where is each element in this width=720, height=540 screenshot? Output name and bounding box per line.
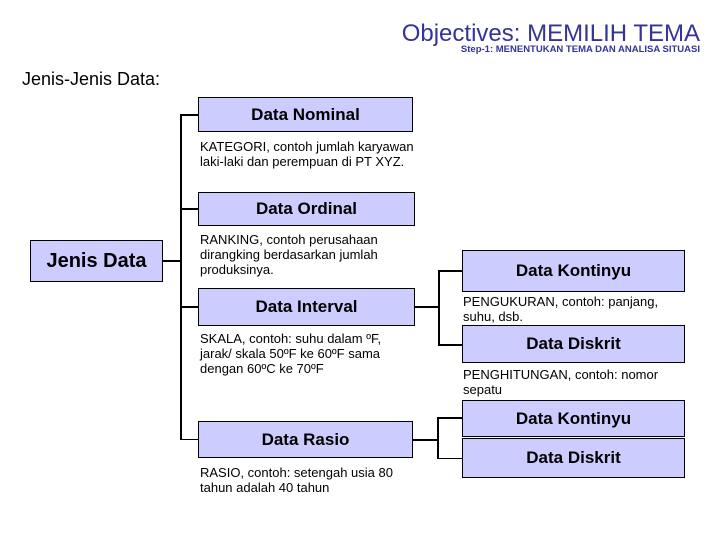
node-data-diskrit-2: Data Diskrit	[462, 438, 685, 478]
description-data-diskrit: PENGHITUNGAN, contoh: nomor sepatu	[463, 367, 659, 397]
node-data-kontinyu-2: Data Kontinyu	[462, 400, 685, 437]
connector-rasio-out	[413, 439, 437, 441]
connector-interval-children-vertical	[438, 270, 440, 345]
connector-rasio-children-vertical	[437, 417, 439, 459]
node-jenis-data: Jenis Data	[30, 240, 163, 282]
connector-branch-interval	[180, 306, 198, 308]
connector-to-kontinyu-2	[437, 417, 462, 419]
connector-interval-out	[415, 306, 438, 308]
node-data-ordinal: Data Ordinal	[198, 192, 415, 226]
description-data-kontinyu: PENGUKURAN, contoh: panjang, suhu, dsb.	[463, 294, 659, 324]
description-data-ordinal: RANKING, contoh perusahaan dirangking be…	[200, 232, 378, 277]
connector-to-diskrit-1	[438, 344, 462, 346]
connector-to-kontinyu-1	[438, 270, 462, 272]
connector-branch-ordinal	[180, 208, 198, 210]
connector-trunk-vertical	[180, 114, 182, 440]
connector-to-diskrit-2	[437, 457, 462, 459]
page-subtitle: Step-1: MENENTUKAN TEMA DAN ANALISA SITU…	[460, 44, 700, 55]
node-data-interval: Data Interval	[198, 288, 415, 326]
node-data-rasio: Data Rasio	[198, 421, 413, 458]
description-data-nominal: KATEGORI, contoh jumlah karyawan laki-la…	[200, 139, 414, 169]
connector-branch-nominal	[180, 114, 198, 116]
node-data-kontinyu-1: Data Kontinyu	[462, 250, 685, 292]
node-data-diskrit-1: Data Diskrit	[462, 325, 685, 363]
connector-branch-rasio	[180, 438, 198, 440]
connector-root-to-trunk	[163, 260, 180, 262]
description-data-interval: SKALA, contoh: suhu dalam ºF, jarak/ ska…	[200, 331, 382, 376]
description-data-rasio: RASIO, contoh: setengah usia 80 tahun ad…	[200, 465, 393, 495]
page-title: Objectives: MEMILIH TEMA	[401, 20, 700, 47]
section-heading: Jenis-Jenis Data:	[22, 69, 161, 89]
node-data-nominal: Data Nominal	[198, 97, 413, 132]
